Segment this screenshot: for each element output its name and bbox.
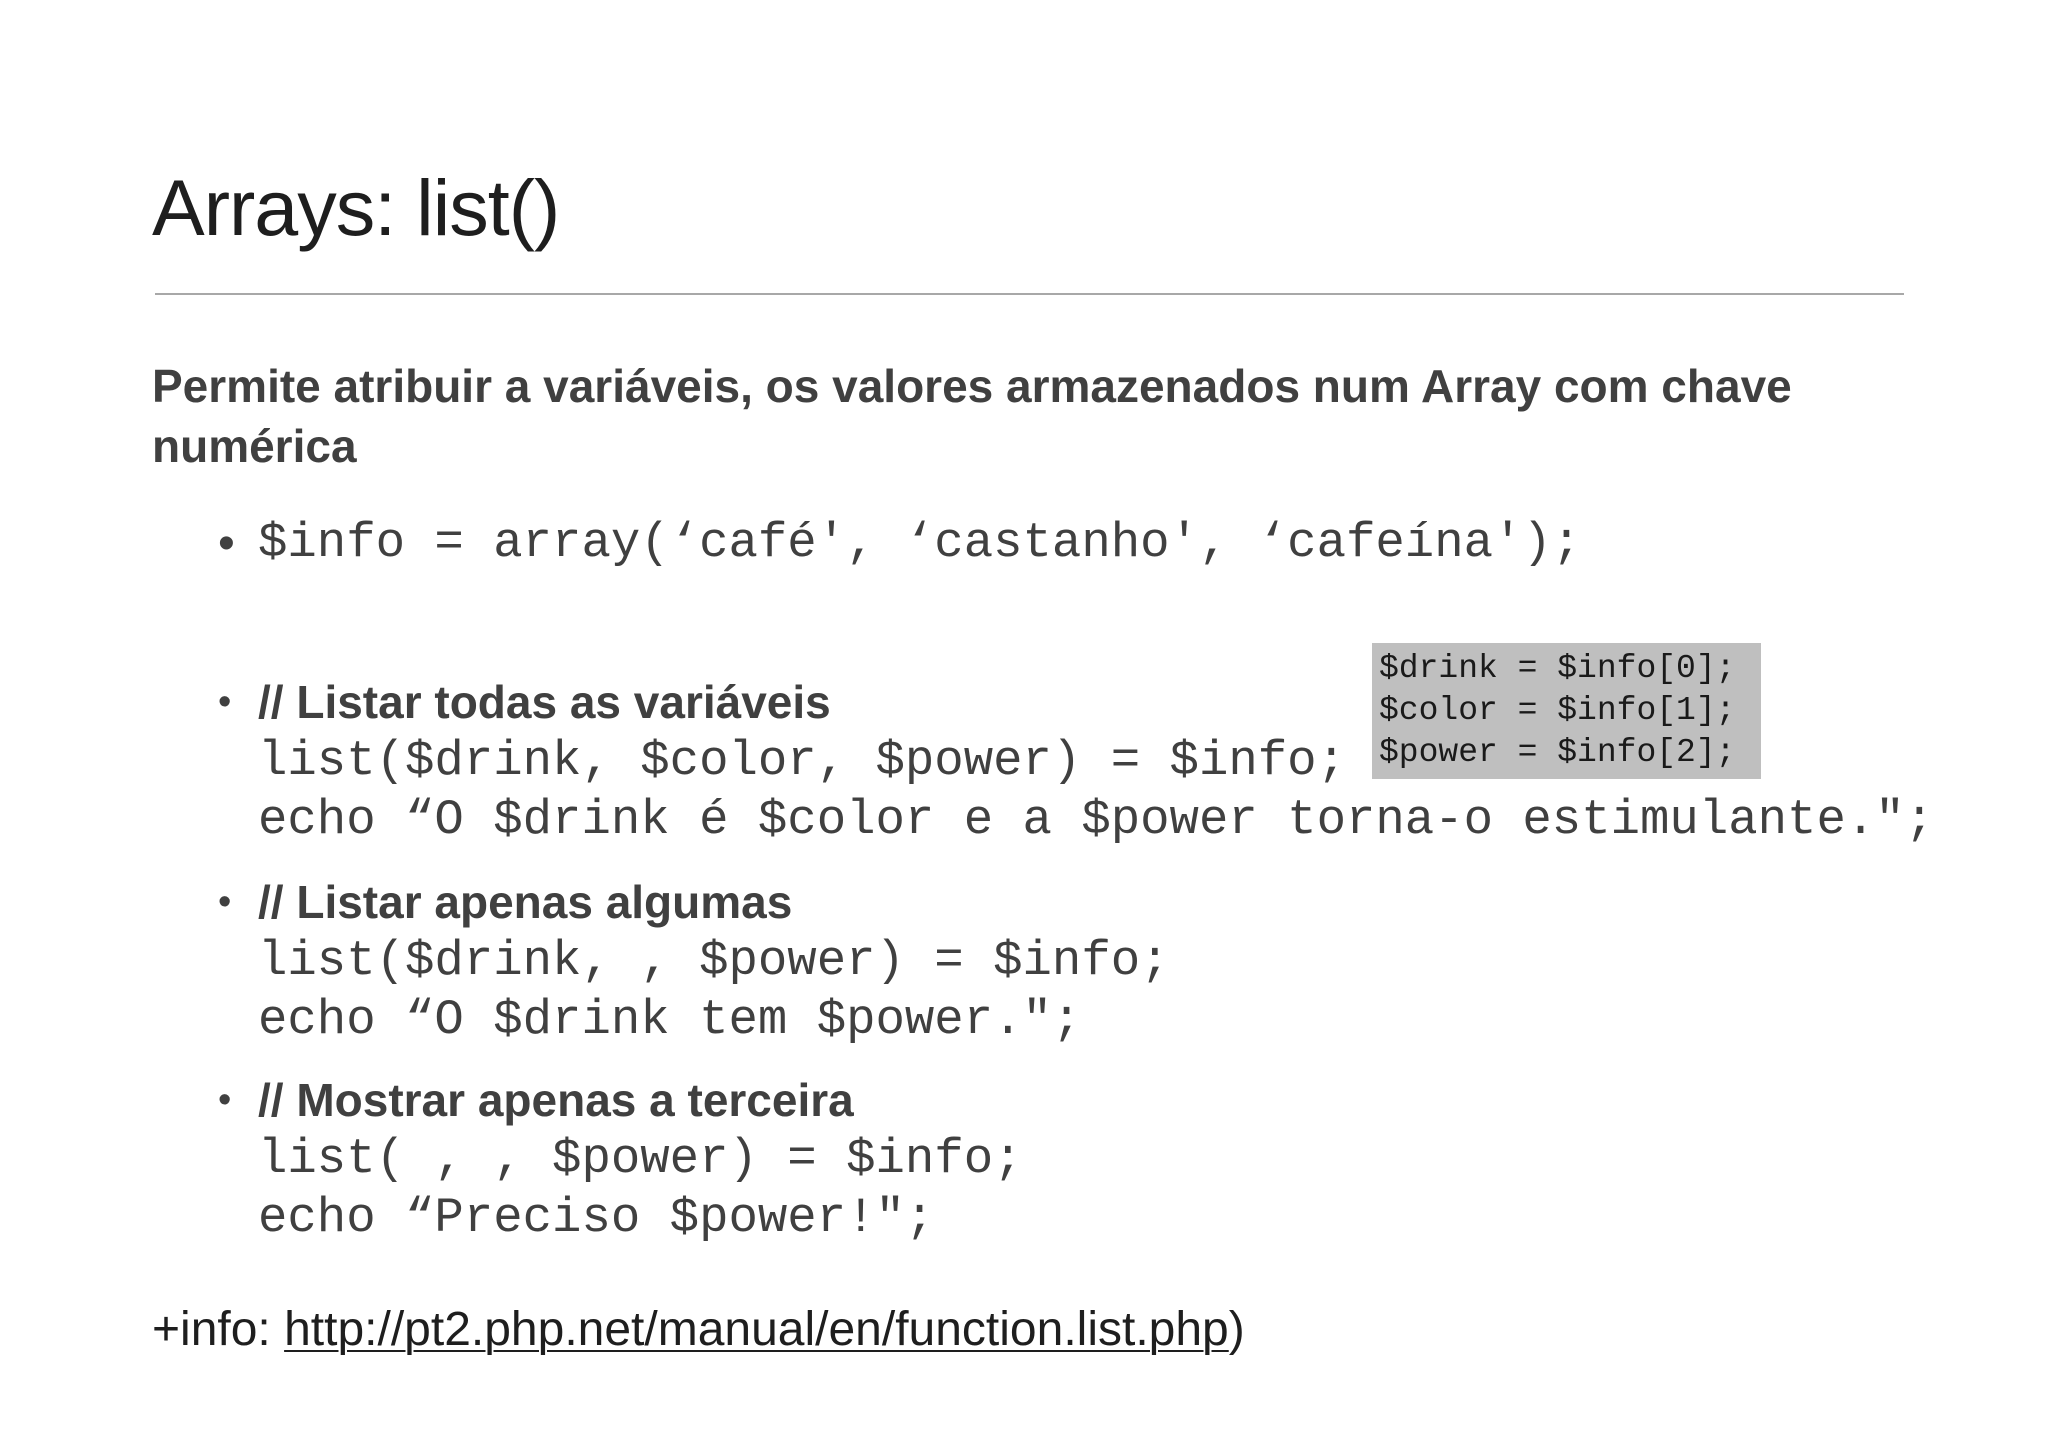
code-box-line: $color = $info[1]; (1379, 692, 1736, 729)
code-line: list($drink, , $power) = $info; (258, 933, 1170, 989)
item-heading: // Mostrar apenas a terceira (258, 1074, 854, 1126)
item-heading: // Listar todas as variáveis (258, 676, 831, 728)
intro-text: Permite atribuir a variáveis, os valores… (152, 356, 1952, 476)
intro-line-2: numérica (152, 420, 357, 472)
code-box-line: $drink = $info[0]; (1379, 650, 1736, 687)
list-item-list-some: • // Listar apenas algumas list($drink, … (218, 872, 1998, 1050)
intro-line-1: Permite atribuir a variáveis, os valores… (152, 360, 1792, 412)
list-item-array-definition: • $info = array(‘café', ‘castanho', ‘caf… (218, 514, 1998, 573)
bullet-icon: • (218, 1079, 232, 1121)
code-line: list($drink, $color, $power) = $info; (258, 733, 1346, 789)
bullet-icon: • (218, 517, 235, 570)
item-heading: // Listar apenas algumas (258, 876, 793, 928)
code-line: echo “Preciso $power!"; (258, 1190, 935, 1246)
code-line: list( , , $power) = $info; (258, 1131, 1023, 1187)
footer-reference: +info: http://pt2.php.net/manual/en/func… (152, 1300, 1245, 1360)
slide-title: Arrays: list() (152, 163, 560, 252)
bullet-icon: • (218, 681, 232, 723)
title-divider (155, 293, 1904, 295)
footer-suffix: ) (1228, 1303, 1245, 1356)
equivalent-code-box: $drink = $info[0]; $color = $info[1]; $p… (1372, 643, 1761, 779)
code-line: echo “O $drink tem $power."; (258, 992, 1082, 1048)
bullet-icon: • (218, 881, 232, 923)
manual-link[interactable]: http://pt2.php.net/manual/en/function.li… (284, 1303, 1229, 1356)
footer-prefix: +info: (152, 1303, 285, 1356)
code-line: echo “O $drink é $color e a $power torna… (258, 792, 1935, 848)
code-line: $info = array(‘café', ‘castanho', ‘cafeí… (258, 515, 1582, 571)
list-item-list-all: • // Listar todas as variáveis list($dri… (218, 672, 1998, 850)
code-box-line: $power = $info[2]; (1379, 734, 1736, 771)
list-item-show-third: • // Mostrar apenas a terceira list( , ,… (218, 1070, 1998, 1248)
